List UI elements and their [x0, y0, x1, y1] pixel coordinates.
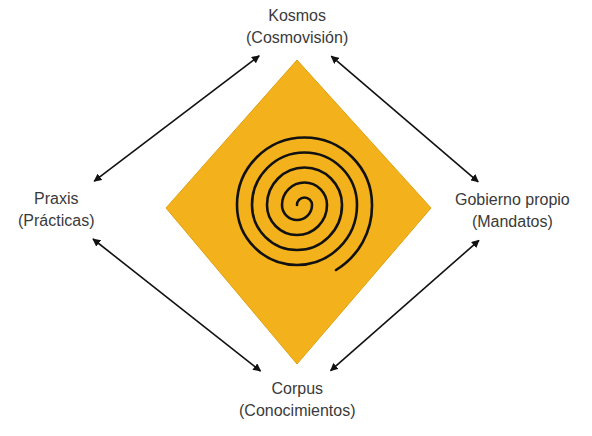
label-heading: Kosmos: [246, 5, 348, 27]
label-subtitle: (Prácticas): [18, 210, 94, 232]
corner-label: Gobierno propio(Mandatos): [451, 187, 574, 235]
label-heading: Corpus: [239, 378, 355, 400]
label-subtitle: (Mandatos): [455, 211, 570, 233]
double-arrow: [331, 56, 478, 182]
double-arrow: [331, 240, 479, 370]
label-subtitle: (Conocimientos): [239, 400, 355, 422]
corner-label: Kosmos(Cosmovisión): [242, 3, 352, 51]
spiral: [237, 138, 372, 270]
corner-label: Corpus(Conocimientos): [235, 376, 359, 424]
label-heading: Praxis: [18, 188, 94, 210]
double-arrow: [94, 56, 259, 181]
label-subtitle: (Cosmovisión): [246, 27, 348, 49]
double-arrow: [93, 239, 261, 371]
label-heading: Gobierno propio: [455, 189, 570, 211]
corner-label: Praxis(Prácticas): [14, 186, 98, 234]
